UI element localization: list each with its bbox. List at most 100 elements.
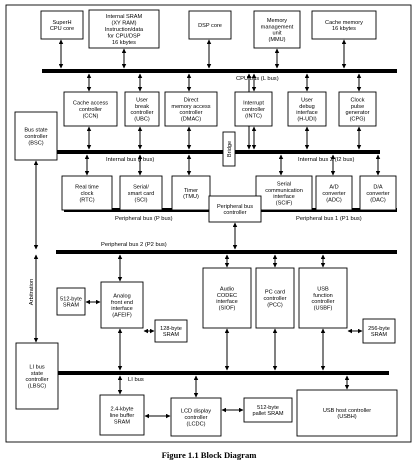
cpg-box bbox=[338, 91, 377, 127]
rtc-box bbox=[61, 175, 113, 211]
superh-cpu-box bbox=[40, 10, 84, 40]
sram24k-box bbox=[99, 394, 145, 436]
cpu-bus bbox=[42, 69, 397, 73]
dsp-block: DSP core bbox=[188, 10, 232, 40]
figure-caption: Figure 1.1 Block Diagram bbox=[162, 450, 258, 460]
usbh-label: USB host controller(USBH) bbox=[323, 408, 371, 420]
sci-block: Serial/smart card(SCI) bbox=[119, 175, 163, 211]
bus-connectors bbox=[33, 39, 381, 419]
scif-box bbox=[255, 175, 313, 211]
sram512a-box bbox=[56, 287, 86, 316]
li-bus bbox=[58, 371, 389, 375]
peripheral-bus-1-label: Peripheral bus 1 (P1 bus) bbox=[296, 216, 362, 222]
diagram-frame bbox=[5, 4, 412, 443]
lcdc-box bbox=[170, 397, 222, 437]
sci-box bbox=[119, 175, 163, 211]
afeif-box bbox=[100, 281, 144, 329]
ccn-box bbox=[63, 91, 118, 127]
tmu-box bbox=[171, 175, 211, 211]
dmac-box bbox=[164, 91, 218, 127]
internal-bus bbox=[55, 150, 231, 154]
usbh-box bbox=[296, 389, 398, 437]
dac-box bbox=[359, 175, 397, 211]
usbf-box bbox=[298, 267, 348, 329]
internal-bus-2 bbox=[230, 150, 380, 154]
dsp-box bbox=[188, 10, 232, 40]
peripheral-bus-label: Peripheral bus (P bus) bbox=[115, 216, 173, 222]
internal-sram-box bbox=[88, 9, 160, 49]
sram256-box bbox=[362, 318, 396, 344]
bsc-box bbox=[14, 111, 58, 161]
tmu-block: Timer(TMU) bbox=[171, 175, 211, 211]
intc-box bbox=[234, 91, 273, 127]
internal-bus-label: Internal bus (I bus) bbox=[106, 157, 154, 163]
tmu-label: Timer(TMU) bbox=[183, 188, 199, 200]
adc-box bbox=[315, 175, 353, 211]
hudi-box bbox=[287, 91, 327, 127]
siof-box bbox=[202, 267, 252, 329]
li-bus-label: LI bus bbox=[128, 377, 144, 383]
mmu-box bbox=[253, 10, 301, 49]
arbitration-label: Arbitration bbox=[29, 279, 35, 305]
sram128-box bbox=[154, 319, 188, 343]
internal-bus-2-label: Internal bus 2 (I2 bus) bbox=[298, 157, 354, 163]
pcc-box bbox=[255, 267, 295, 329]
dsp-label: DSP core bbox=[198, 23, 222, 29]
sram512b-box bbox=[243, 397, 293, 423]
pbc-box bbox=[208, 195, 262, 223]
